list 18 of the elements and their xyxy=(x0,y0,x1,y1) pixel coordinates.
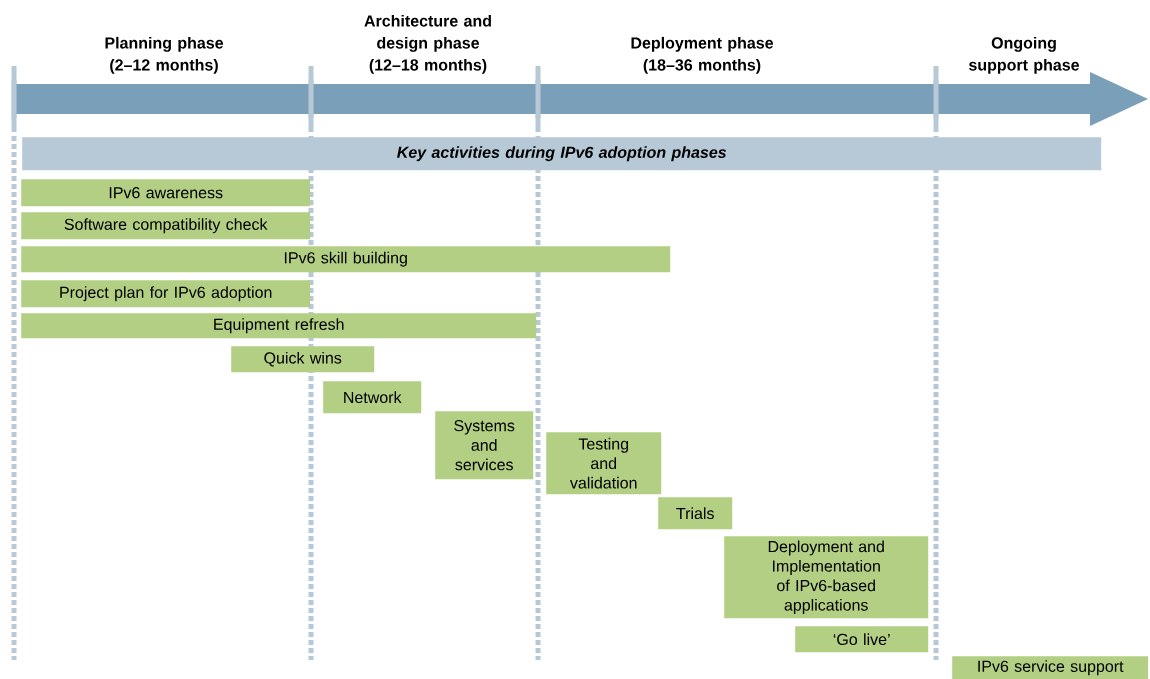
phase-heading: Architecture and design phase (12–18 months) xyxy=(364,14,491,74)
activity-bar: Project plan for IPv6 adoption xyxy=(21,280,311,308)
phase-heading: Ongoing support phase xyxy=(969,36,1079,74)
activity-bar: Testing and validation xyxy=(546,432,662,495)
activity-bar: Trials xyxy=(658,497,733,530)
activity-bar: Network xyxy=(323,381,422,414)
activity-bar: IPv6 skill building xyxy=(21,246,671,273)
activity-bar: IPv6 service support xyxy=(952,656,1149,679)
activity-bar: Systems and services xyxy=(435,411,534,480)
activity-bar: ‘Go live’ xyxy=(795,626,929,653)
activity-bar: Deployment and Implementation of IPv6-based applications xyxy=(724,536,929,619)
activity-bar: Quick wins xyxy=(231,346,375,373)
activity-band: Key activities during IPv6 adoption phases xyxy=(22,137,1102,171)
activity-bar: Software compatibility check xyxy=(21,212,311,240)
phase-heading: Planning phase (2–12 months) xyxy=(105,36,224,74)
activity-bar: Equipment refresh xyxy=(21,313,537,339)
activity-bar: IPv6 awareness xyxy=(21,179,311,207)
phase-heading: Deployment phase (18–36 months) xyxy=(631,36,773,74)
